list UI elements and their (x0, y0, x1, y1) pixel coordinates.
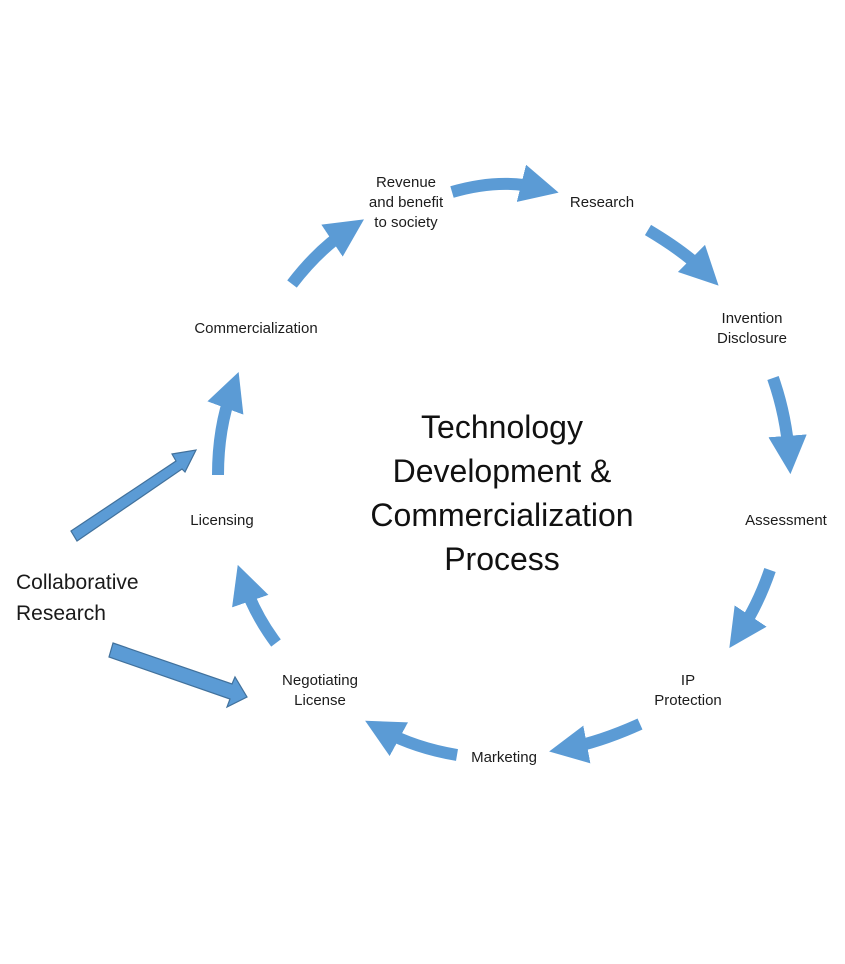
title-line: Commercialization (370, 497, 634, 533)
node-marketing: Marketing (471, 748, 537, 768)
arrow-licensing-to-commercialization-icon (207, 371, 244, 476)
collaborative-research-label: Collaborative Research (16, 567, 139, 629)
arrow-collaborative-to-licensing-icon (70, 449, 198, 542)
arrow-research-to-invention-icon (644, 224, 719, 286)
arrow-commercialization-to-revenue-icon (287, 219, 364, 288)
node-label-line: Assessment (745, 512, 827, 529)
node-label-line: Disclosure (716, 330, 788, 347)
node-research: Research (570, 193, 634, 213)
arrow-invention-to-assessment-icon (767, 376, 807, 475)
node-label-line: Commercialization (194, 320, 318, 337)
arrow-ip-to-marketing-icon (549, 718, 643, 764)
node-label-line: to society (374, 214, 438, 231)
node-ip-protection: IP Protection (654, 671, 722, 711)
node-label-line: License (294, 692, 346, 709)
node-invention-disclosure: Invention Disclosure (717, 309, 787, 349)
arrow-collaborative-to-negotiating-icon (108, 642, 248, 709)
node-label-line: Marketing (471, 749, 537, 766)
arrow-negotiating-to-licensing-icon (232, 564, 281, 647)
arrow-assessment-to-ip-icon (729, 568, 776, 648)
arrow-marketing-to-negotiating-icon (365, 720, 458, 761)
node-licensing: Licensing (190, 511, 253, 531)
title-line: Development & (392, 453, 612, 489)
diagram-title: Technology Development & Commercializati… (370, 405, 633, 581)
node-label-line: IP (680, 672, 696, 689)
node-label-line: Research (569, 194, 635, 211)
arrow-revenue-to-research (450, 164, 559, 202)
node-label-line: and benefit (368, 194, 444, 211)
node-label-line: Invention (721, 310, 783, 327)
node-commercialization: Commercialization (194, 319, 317, 339)
node-revenue-and-benefit: Revenue and benefit to society (369, 173, 443, 233)
title-line: Technology (421, 409, 583, 445)
title-line: Process (444, 541, 560, 577)
node-label-line: Licensing (190, 512, 254, 529)
node-label-line: Negotiating (282, 672, 358, 689)
node-label-line: Revenue (375, 174, 437, 191)
side-label-line: Research (16, 602, 106, 625)
node-negotiating-license: Negotiating License (282, 671, 358, 711)
side-label-line: Collaborative (16, 571, 139, 594)
node-assessment: Assessment (745, 511, 827, 531)
node-label-line: Protection (654, 692, 722, 709)
